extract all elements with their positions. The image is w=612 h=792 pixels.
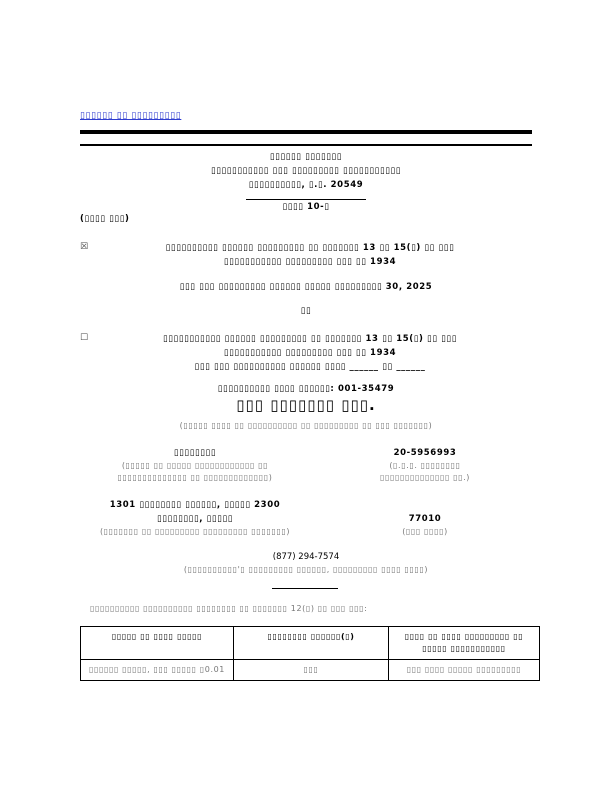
annual-report-line-1: ▯▯▯▯▯▯▯▯▯▯ ▯▯▯▯▯▯ ▯▯▯▯▯▯▯▯▯ ▯▯ ▯▯▯▯▯▯▯ 1… xyxy=(165,243,455,253)
address-line-1: 1301 ▯▯▯▯▯▯▯▯ ▯▯▯▯▯▯, ▯▯▯▯▯ 2300 xyxy=(109,500,281,510)
heading-line-3: ▯▯▯▯▯▯▯▯▯▯, ▯.▯. 20549 xyxy=(248,180,364,190)
cell-trading-symbol: ▯▯▯ xyxy=(233,659,389,681)
address-line-2: ▯▯▯▯▯▯▯▯, ▯▯▯▯▯ xyxy=(157,514,233,524)
cell-exchange-name: ▯▯▯ ▯▯▯▯ ▯▯▯▯▯ ▯▯▯▯▯▯▯▯▯ xyxy=(388,659,540,681)
address-caption: (▯▯▯▯▯▯▯ ▯▯ ▯▯▯▯▯▯▯▯▯ ▯▯▯▯▯▯▯▯▯ ▯▯▯▯▯▯▯) xyxy=(99,527,291,536)
zip-code: 77010 xyxy=(408,514,442,524)
header-exchange-name: ▯▯▯▯ ▯▯ ▯▯▯▯ ▯▯▯▯▯▯▯▯▯ ▯▯ ▯▯▯▯▯ ▯▯▯▯▯▯▯▯… xyxy=(388,626,540,660)
top-rule-thin xyxy=(80,144,532,146)
mark-one-label: (▯▯▯▯ ▯▯▯) xyxy=(80,214,130,224)
zip-caption: (▯▯▯ ▯▯▯▯) xyxy=(402,527,448,536)
irs-block: 20-5956993 (▯.▯.▯. ▯▯▯▯▯▯▯▯ ▯▯▯▯▯▯▯▯▯▯▯▯… xyxy=(330,446,520,484)
address-block: 1301 ▯▯▯▯▯▯▯▯ ▯▯▯▯▯▯, ▯▯▯▯▯ 2300 ▯▯▯▯▯▯▯… xyxy=(80,498,310,538)
heading-line-2: ▯▯▯▯▯▯▯▯▯▯▯ ▯▯▯ ▯▯▯▯▯▯▯▯▯ ▯▯▯▯▯▯▯▯▯▯▯ xyxy=(210,166,402,176)
transition-report-line-2: ▯▯▯▯▯▯▯▯▯▯▯ ▯▯▯▯▯▯▯▯▯ ▯▯▯ ▯▯ 1934 xyxy=(223,348,397,358)
form-type: ▯▯▯▯ 10-▯ xyxy=(282,202,330,212)
state-block: ▯▯▯▯▯▯▯▯ (▯▯▯▯▯ ▯▯ ▯▯▯▯▯ ▯▯▯▯▯▯▯▯▯▯▯▯ ▯▯… xyxy=(80,446,310,484)
heading-line-1: ▯▯▯▯▯▯ ▯▯▯▯▯▯▯ xyxy=(269,152,343,162)
checkbox-checked-icon: ☒ xyxy=(80,242,89,252)
or-label: ▯▯ xyxy=(300,306,312,316)
company-name-caption: (▯▯▯▯▯ ▯▯▯▯ ▯▯ ▯▯▯▯▯▯▯▯▯▯ ▯▯ ▯▯▯▯▯▯▯▯▯ ▯… xyxy=(179,421,433,430)
zip-block: 77010 (▯▯▯ ▯▯▯▯) xyxy=(330,512,520,538)
company-name: ▯▯▯ ▯▯▯▯▯▯▯ ▯▯▯. xyxy=(236,396,376,414)
state-caption-line-1: (▯▯▯▯▯ ▯▯ ▯▯▯▯▯ ▯▯▯▯▯▯▯▯▯▯▯▯ ▯▯ xyxy=(121,461,269,470)
annual-report-option: ▯▯▯▯▯▯▯▯▯▯ ▯▯▯▯▯▯ ▯▯▯▯▯▯▯▯▯ ▯▯ ▯▯▯▯▯▯▯ 1… xyxy=(120,241,500,269)
irs-caption-line-1: (▯.▯.▯. ▯▯▯▯▯▯▯▯ xyxy=(389,461,461,470)
table-header-row: ▯▯▯▯▯ ▯▯ ▯▯▯▯ ▯▯▯▯▯ ▯▯▯▯▯▯▯▯ ▯▯▯▯▯▯(▯) ▯… xyxy=(80,626,540,660)
phone-divider xyxy=(272,588,338,589)
phone-caption: (▯▯▯▯▯▯▯▯▯▯'▯ ▯▯▯▯▯▯▯▯▯ ▯▯▯▯▯▯, ▯▯▯▯▯▯▯▯… xyxy=(183,565,429,574)
top-rule-thick xyxy=(80,130,532,134)
transition-report-line-1: ▯▯▯▯▯▯▯▯▯▯▯ ▯▯▯▯▯▯ ▯▯▯▯▯▯▯▯▯ ▯▯ ▯▯▯▯▯▯▯ … xyxy=(163,334,457,344)
transition-report-line-3: ▯▯▯ ▯▯▯ ▯▯▯▯▯▯▯▯▯▯ ▯▯▯▯▯▯ ▯▯▯▯ ______ ▯▯… xyxy=(194,362,426,372)
securities-table: ▯▯▯▯▯ ▯▯ ▯▯▯▯ ▯▯▯▯▯ ▯▯▯▯▯▯▯▯ ▯▯▯▯▯▯(▯) ▯… xyxy=(80,626,540,681)
transition-report-option: ▯▯▯▯▯▯▯▯▯▯▯ ▯▯▯▯▯▯ ▯▯▯▯▯▯▯▯▯ ▯▯ ▯▯▯▯▯▯▯ … xyxy=(120,332,500,374)
heading-block: ▯▯▯▯▯▯ ▯▯▯▯▯▯▯ ▯▯▯▯▯▯▯▯▯▯▯ ▯▯▯ ▯▯▯▯▯▯▯▯▯… xyxy=(80,150,532,192)
irs-employer-id: 20-5956993 xyxy=(393,448,457,458)
table-of-contents-link[interactable]: ▯▯▯▯▯▯ ▯▯ ▯▯▯▯▯▯▯▯▯ xyxy=(80,111,182,121)
header-trading-symbol: ▯▯▯▯▯▯▯▯ ▯▯▯▯▯▯(▯) xyxy=(233,626,389,660)
header-title-of-class: ▯▯▯▯▯ ▯▯ ▯▯▯▯ ▯▯▯▯▯ xyxy=(80,626,234,660)
cell-title-of-class: ▯▯▯▯▯▯ ▯▯▯▯▯, ▯▯▯ ▯▯▯▯▯ ▯0.01 xyxy=(80,659,234,681)
state-caption-line-2: ▯▯▯▯▯▯▯▯▯▯▯▯▯▯ ▯▯ ▯▯▯▯▯▯▯▯▯▯▯▯▯) xyxy=(117,473,273,482)
state-of-incorporation: ▯▯▯▯▯▯▯▯ xyxy=(173,448,217,458)
phone-number: (877) 294-7574 xyxy=(272,552,340,562)
annual-report-line-2: ▯▯▯▯▯▯▯▯▯▯▯ ▯▯▯▯▯▯▯▯▯ ▯▯▯ ▯▯ 1934 xyxy=(223,257,397,267)
fiscal-period: ▯▯▯ ▯▯▯ ▯▯▯▯▯▯▯▯▯ ▯▯▯▯▯▯ ▯▯▯▯▯ ▯▯▯▯▯▯▯▯▯… xyxy=(179,282,433,292)
irs-caption-line-2: ▯▯▯▯▯▯▯▯▯▯▯▯▯▯ ▯▯.) xyxy=(379,473,471,482)
table-row: ▯▯▯▯▯▯ ▯▯▯▯▯, ▯▯▯ ▯▯▯▯▯ ▯0.01 ▯▯▯ ▯▯▯ ▯▯… xyxy=(80,659,540,681)
commission-file-number: ▯▯▯▯▯▯▯▯▯▯ ▯▯▯▯ ▯▯▯▯▯▯: 001-35479 xyxy=(217,384,395,394)
heading-divider xyxy=(246,199,366,200)
registered-securities-intro: ▯▯▯▯▯▯▯▯▯▯ ▯▯▯▯▯▯▯▯▯▯ ▯▯▯▯▯▯▯▯ ▯▯ ▯▯▯▯▯▯… xyxy=(90,604,368,613)
checkbox-empty-icon: ☐ xyxy=(80,333,89,343)
